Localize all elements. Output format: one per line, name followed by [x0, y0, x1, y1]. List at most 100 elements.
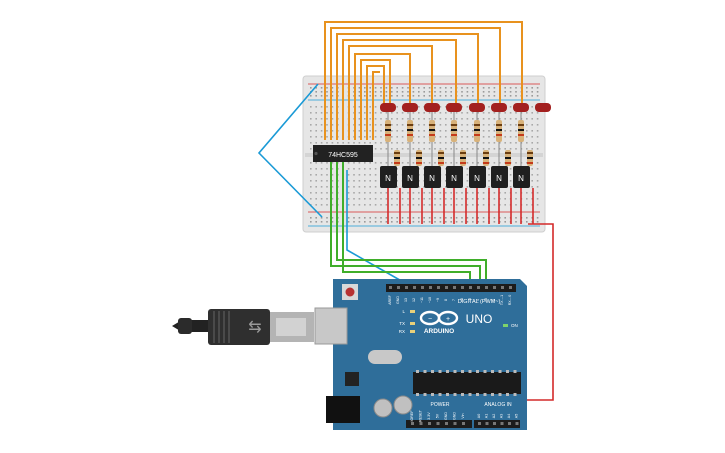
terminal-hole: [396, 204, 398, 206]
terminal-hole: [315, 198, 317, 200]
rail-hole: [412, 217, 415, 219]
rail-hole: [315, 217, 317, 219]
ic-pin: [483, 370, 487, 373]
terminal-hole: [380, 142, 382, 144]
terminal-hole: [320, 118, 323, 120]
rail-hole: [423, 95, 425, 97]
rail-hole: [488, 91, 490, 93]
terminal-hole: [326, 136, 328, 138]
terminal-hole: [509, 168, 512, 170]
resistor-band: [385, 129, 391, 131]
terminal-hole: [331, 124, 334, 126]
terminal-hole: [493, 112, 496, 114]
resistor-band: [518, 134, 524, 136]
terminal-hole: [391, 192, 393, 194]
terminal-hole: [310, 142, 312, 144]
terminal-hole: [482, 142, 485, 144]
ic-pin: [483, 393, 487, 396]
rail-hole: [353, 221, 355, 223]
rail-hole: [358, 95, 361, 97]
terminal-hole: [364, 112, 366, 114]
rail-hole: [320, 95, 323, 97]
rail-hole: [434, 217, 436, 219]
ic-pin: [513, 370, 517, 373]
terminal-hole: [445, 180, 447, 182]
ic-pin: [468, 393, 472, 396]
usb-cable: ⇆: [172, 309, 314, 345]
terminal-hole: [428, 192, 431, 194]
rail-hole: [439, 217, 442, 219]
terminal-hole: [531, 148, 533, 150]
terminal-hole: [331, 186, 334, 188]
terminal-hole: [461, 198, 463, 200]
terminal-hole: [466, 106, 469, 108]
rail-hole: [391, 95, 393, 97]
resistor-band: [407, 124, 413, 126]
rail-hole: [326, 87, 328, 89]
terminal-hole: [461, 130, 463, 132]
rail-hole: [391, 221, 393, 223]
terminal-hole: [450, 192, 452, 194]
header-pin: [501, 286, 504, 289]
transistor-label: N: [518, 174, 524, 183]
rail-hole: [385, 217, 388, 219]
rail-hole: [434, 95, 436, 97]
ic-pin: [423, 370, 427, 373]
rail-hole: [461, 221, 463, 223]
rail-hole: [315, 221, 317, 223]
terminal-hole: [418, 204, 420, 206]
rail-hole: [423, 221, 425, 223]
terminal-hole: [445, 142, 447, 144]
terminal-hole: [472, 148, 474, 150]
analog-pin-label: A5: [515, 414, 519, 418]
terminal-hole: [536, 148, 539, 150]
rail-hole: [418, 95, 420, 97]
terminal-hole: [364, 130, 366, 132]
terminal-hole: [315, 124, 317, 126]
rail-hole: [504, 217, 506, 219]
terminal-hole: [477, 198, 479, 200]
resistor-band: [483, 157, 489, 159]
resistor-band: [451, 134, 457, 136]
terminal-hole: [488, 136, 490, 138]
rail-hole: [380, 95, 382, 97]
terminal-hole: [364, 198, 366, 200]
terminal-hole: [461, 192, 463, 194]
terminal-hole: [482, 136, 485, 138]
terminal-hole: [526, 118, 528, 120]
power-pin-label: GND: [444, 412, 448, 420]
terminal-hole: [488, 186, 490, 188]
terminal-hole: [353, 192, 355, 194]
terminal-hole: [504, 112, 506, 114]
terminal-hole: [455, 148, 458, 150]
terminal-hole: [509, 180, 512, 182]
terminal-hole: [369, 186, 371, 188]
ic-pin: [446, 370, 449, 373]
terminal-hole: [412, 148, 415, 150]
terminal-hole: [531, 112, 533, 114]
rail-hole: [380, 87, 382, 89]
rail-hole: [434, 87, 436, 89]
terminal-hole: [374, 118, 377, 120]
terminal-hole: [374, 130, 377, 132]
terminal-hole: [326, 112, 328, 114]
resistor-band: [451, 124, 457, 126]
header-pin: [419, 422, 423, 425]
terminal-hole: [423, 118, 425, 120]
resistor-band: [483, 152, 489, 154]
terminal-hole: [396, 186, 398, 188]
terminal-hole: [515, 124, 517, 126]
rail-hole: [493, 91, 496, 93]
rail-hole: [364, 217, 366, 219]
terminal-hole: [347, 168, 350, 170]
terminal-hole: [450, 142, 452, 144]
resistor-band: [496, 134, 502, 136]
terminal-hole: [401, 118, 404, 120]
rail-hole: [369, 217, 371, 219]
rail-hole: [450, 221, 452, 223]
terminal-hole: [315, 136, 317, 138]
rail-hole: [401, 221, 404, 223]
rail-hole: [509, 87, 512, 89]
terminal-hole: [466, 180, 469, 182]
